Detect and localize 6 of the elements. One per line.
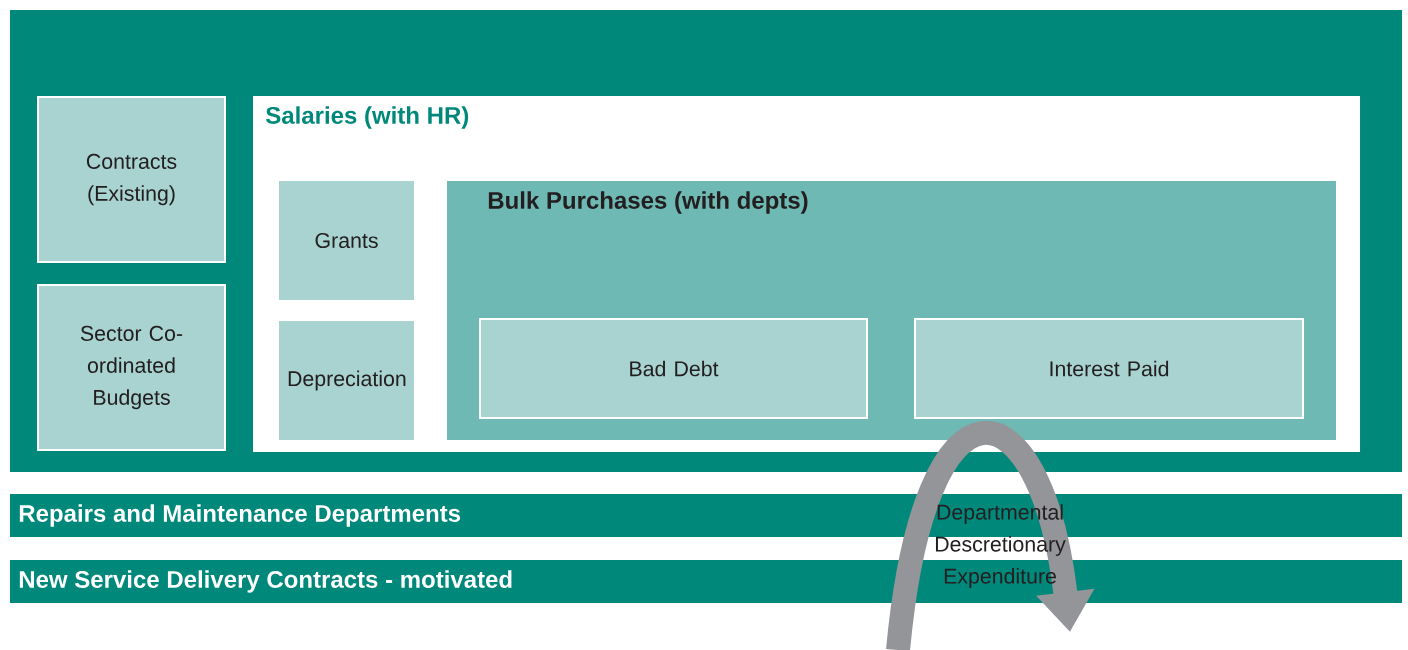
category-box: Sector Co-ordinated Budgets <box>37 284 226 451</box>
category-box: Bad Debt <box>479 318 868 419</box>
category-box: Grants <box>279 181 414 300</box>
category-box: Interest Paid <box>914 318 1304 419</box>
category-box: Contracts (Existing) <box>37 96 226 263</box>
category-box: Depreciation <box>279 321 414 440</box>
